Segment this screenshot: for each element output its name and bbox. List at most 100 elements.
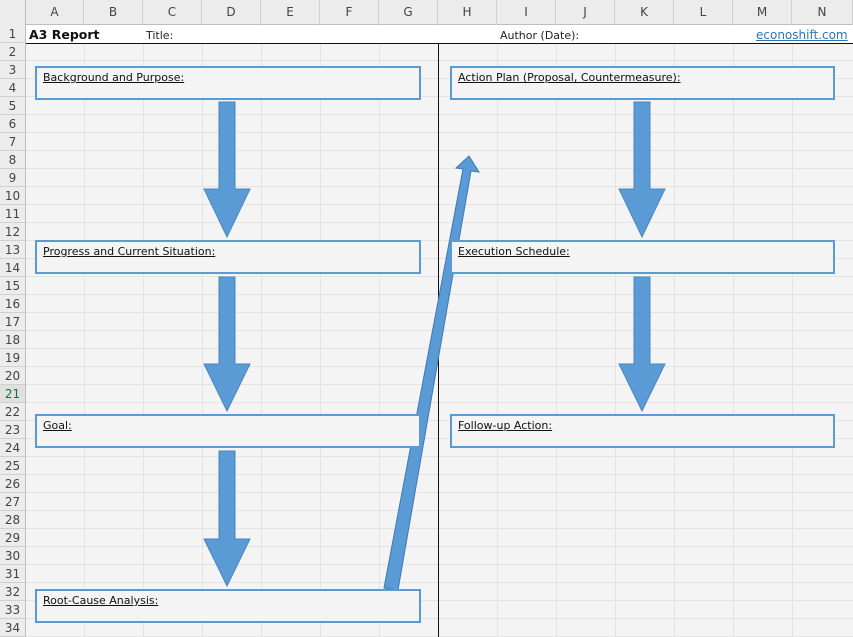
- row-header[interactable]: 6: [0, 115, 25, 133]
- row-header[interactable]: 2: [0, 43, 25, 61]
- column-gridline: [497, 25, 498, 637]
- column-header[interactable]: C: [143, 0, 202, 25]
- row-header[interactable]: 16: [0, 295, 25, 313]
- row-header[interactable]: 30: [0, 547, 25, 565]
- row-header[interactable]: 7: [0, 133, 25, 151]
- action-plan-box[interactable]: Action Plan (Proposal, Countermeasure):: [450, 66, 835, 100]
- down-arrow-2: [203, 276, 251, 413]
- row-gridline: [26, 114, 853, 115]
- econoshift-link[interactable]: econoshift.com: [756, 28, 848, 42]
- column-header[interactable]: G: [379, 0, 438, 25]
- row-header[interactable]: 24: [0, 439, 25, 457]
- row-header[interactable]: 29: [0, 529, 25, 547]
- column-header[interactable]: D: [202, 0, 261, 25]
- column-header[interactable]: I: [497, 0, 556, 25]
- header-divider-line: [26, 43, 853, 44]
- follow-up-box[interactable]: Follow-up Action:: [450, 414, 835, 448]
- row-header[interactable]: 33: [0, 601, 25, 619]
- row-gridline: [26, 564, 853, 565]
- row-header[interactable]: 14: [0, 259, 25, 277]
- row-header[interactable]: 28: [0, 511, 25, 529]
- title-label: Title:: [146, 29, 174, 42]
- column-gridline: [674, 25, 675, 637]
- row-header[interactable]: 10: [0, 187, 25, 205]
- row-header[interactable]: 23: [0, 421, 25, 439]
- row-header[interactable]: 5: [0, 97, 25, 115]
- column-header[interactable]: H: [438, 0, 497, 25]
- progress-situation-box[interactable]: Progress and Current Situation:: [35, 240, 421, 274]
- row-gridline: [26, 168, 853, 169]
- column-header[interactable]: B: [84, 0, 143, 25]
- column-header[interactable]: L: [674, 0, 733, 25]
- column-gridline: [615, 25, 616, 637]
- row-header[interactable]: 19: [0, 349, 25, 367]
- column-header[interactable]: F: [320, 0, 379, 25]
- box-label: Action Plan (Proposal, Countermeasure):: [458, 71, 681, 84]
- column-header[interactable]: A: [26, 0, 84, 25]
- row-gridline: [26, 618, 853, 619]
- box-label: Progress and Current Situation:: [43, 245, 216, 258]
- box-label: Goal:: [43, 419, 72, 432]
- root-cause-box[interactable]: Root-Cause Analysis:: [35, 589, 421, 623]
- box-label: Root-Cause Analysis:: [43, 594, 159, 607]
- row-gridline: [26, 528, 853, 529]
- row-gridline: [26, 582, 853, 583]
- row-header[interactable]: 17: [0, 313, 25, 331]
- row-header[interactable]: 20: [0, 367, 25, 385]
- row-gridline: [26, 60, 853, 61]
- column-gridline: [320, 25, 321, 637]
- column-gridline: [143, 25, 144, 637]
- report-title: A3 Report: [29, 27, 100, 42]
- row-gridline: [26, 384, 853, 385]
- row-header[interactable]: 12: [0, 223, 25, 241]
- row-gridline: [26, 546, 853, 547]
- row-gridline: [26, 492, 853, 493]
- row-header[interactable]: 9: [0, 169, 25, 187]
- row-gridline: [26, 78, 853, 79]
- row-header[interactable]: 22: [0, 403, 25, 421]
- diagonal-arrow: [383, 155, 480, 591]
- down-arrow-1: [203, 101, 251, 239]
- column-gridline: [261, 25, 262, 637]
- row-header[interactable]: 27: [0, 493, 25, 511]
- row-header[interactable]: 31: [0, 565, 25, 583]
- row-gridline: [26, 258, 853, 259]
- column-gridline: [792, 25, 793, 637]
- row-gridline: [26, 402, 853, 403]
- row-header[interactable]: 8: [0, 151, 25, 169]
- down-arrow-5: [618, 276, 666, 413]
- down-arrow-3: [203, 450, 251, 588]
- row-header[interactable]: 11: [0, 205, 25, 223]
- column-header[interactable]: M: [733, 0, 792, 25]
- row-header[interactable]: 3: [0, 61, 25, 79]
- row-gridline: [26, 276, 853, 277]
- column-header[interactable]: J: [556, 0, 615, 25]
- row-gridline: [26, 474, 853, 475]
- row-gridline: [26, 150, 853, 151]
- row-gridline: [26, 186, 853, 187]
- down-arrow-4: [618, 101, 666, 239]
- column-header[interactable]: K: [615, 0, 674, 25]
- row-header[interactable]: 21: [0, 385, 25, 403]
- row-header[interactable]: 32: [0, 583, 25, 601]
- row-header[interactable]: 18: [0, 331, 25, 349]
- execution-schedule-box[interactable]: Execution Schedule:: [450, 240, 835, 274]
- row-header[interactable]: 15: [0, 277, 25, 295]
- select-all-corner[interactable]: [0, 0, 26, 25]
- row-header[interactable]: 13: [0, 241, 25, 259]
- column-gridline: [733, 25, 734, 637]
- goal-box[interactable]: Goal:: [35, 414, 421, 448]
- header-row-background: [26, 25, 853, 43]
- author-date-label: Author (Date):: [500, 29, 580, 42]
- row-header[interactable]: 1: [0, 25, 25, 43]
- column-gridline: [202, 25, 203, 637]
- column-header[interactable]: E: [261, 0, 320, 25]
- background-purpose-box[interactable]: Background and Purpose:: [35, 66, 421, 100]
- row-gridline: [26, 510, 853, 511]
- row-header[interactable]: 25: [0, 457, 25, 475]
- row-header[interactable]: 4: [0, 79, 25, 97]
- row-header[interactable]: 26: [0, 475, 25, 493]
- box-label: Follow-up Action:: [458, 419, 553, 432]
